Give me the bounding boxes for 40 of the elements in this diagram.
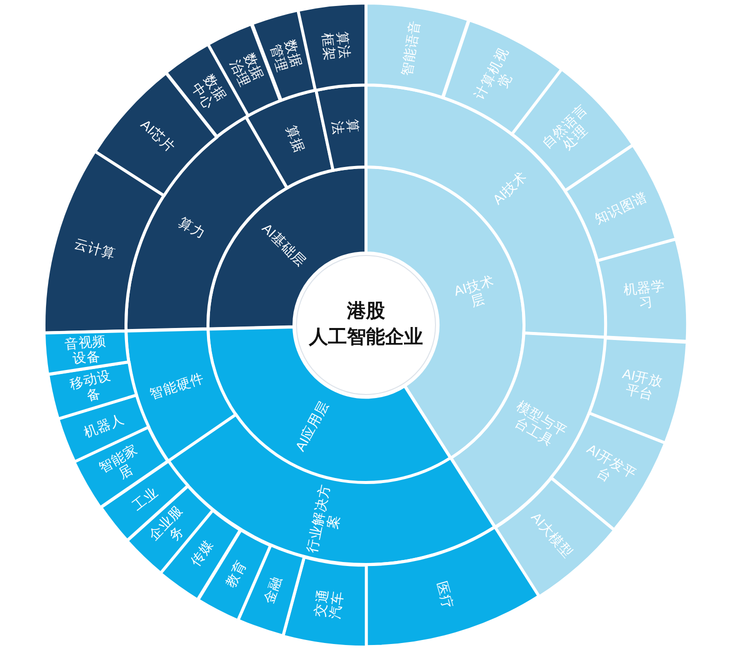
center-label: 人工智能企业 [309, 326, 423, 350]
segment-label: 智能语音 [399, 18, 424, 77]
segment-label: 计算机视觉 [470, 44, 516, 104]
segment-label: 智能硬件 [148, 370, 206, 402]
sunburst-segment [596, 238, 689, 343]
segment-label: 医疗 [434, 579, 456, 610]
segment-label: AI大模型 [528, 510, 576, 561]
segment-label: 知识图谱 [592, 189, 650, 226]
segment-label: 机器人 [81, 411, 126, 440]
segment-label: 交通汽车 [312, 586, 347, 622]
segment-label: 自然语言处理 [538, 101, 592, 155]
segment-label: 金融 [262, 574, 286, 606]
segment-label: 算法框架 [320, 29, 353, 63]
segment-label: AI技术层 [452, 272, 497, 312]
sunburst-segment [43, 150, 166, 334]
segment-label: AI应用层 [292, 398, 332, 454]
segment-label: 机器学习 [622, 277, 668, 312]
center-label: 港股 [347, 300, 385, 324]
segment-label: AI开放平台 [620, 364, 665, 404]
segment-label: AI开发平台 [584, 440, 640, 486]
segment-label: 传媒 [188, 538, 217, 570]
segment-label: 算据 [282, 123, 307, 155]
segment-label: 音视频设备 [63, 333, 108, 367]
segment-label: AI芯片 [138, 117, 178, 156]
segment-label: AI基础层 [258, 220, 308, 270]
sunburst-segment [365, 2, 470, 99]
sunburst-segment [588, 336, 689, 444]
segment-label: 数据治理 [227, 50, 268, 92]
segment-label: 数据中心 [188, 72, 230, 114]
segment-label: 算力 [176, 214, 208, 241]
segment-label: 教育 [223, 558, 250, 590]
segment-label: 数据管理 [268, 36, 305, 74]
segment-label: 智能家居 [95, 440, 142, 484]
segment-label: 云计算 [73, 236, 118, 262]
segment-label: 算法 [329, 118, 362, 138]
segment-label: 模型与平台工具 [511, 397, 571, 451]
segment-label: 移动设备 [67, 368, 114, 406]
segment-label: AI技术 [490, 168, 530, 208]
sunburst-segment [282, 556, 367, 648]
segment-label: 行业解决方案 [304, 482, 344, 556]
